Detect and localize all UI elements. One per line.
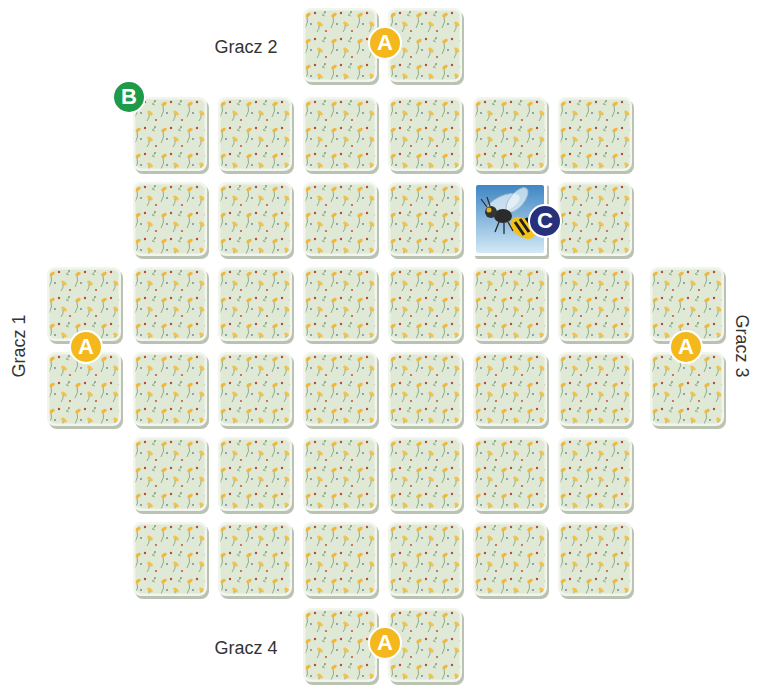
player-label: Gracz 3 bbox=[732, 314, 750, 377]
card-back bbox=[558, 267, 634, 344]
card-back bbox=[473, 267, 549, 344]
card-back bbox=[388, 97, 464, 174]
card-back bbox=[218, 352, 294, 429]
card-back bbox=[218, 437, 294, 514]
card-back bbox=[218, 97, 294, 174]
card-back bbox=[303, 437, 379, 514]
card-back bbox=[133, 437, 209, 514]
card-back-set bbox=[47, 8, 726, 685]
card-back bbox=[303, 182, 379, 259]
letter-badge: A bbox=[368, 26, 402, 60]
badge-letter: A bbox=[78, 336, 94, 358]
card-back bbox=[218, 182, 294, 259]
card-back bbox=[473, 437, 549, 514]
card-back bbox=[133, 352, 209, 429]
card-back bbox=[388, 522, 464, 599]
card-back bbox=[218, 522, 294, 599]
card-back bbox=[303, 97, 379, 174]
card-back bbox=[473, 97, 549, 174]
player-label: Gracz 2 bbox=[215, 38, 278, 56]
card-back bbox=[388, 267, 464, 344]
card-back bbox=[133, 267, 209, 344]
card-back bbox=[133, 182, 209, 259]
card-back bbox=[303, 352, 379, 429]
letter-badge: B bbox=[112, 80, 146, 114]
card-back bbox=[133, 522, 209, 599]
badge-letter: B bbox=[121, 86, 137, 108]
badge-letter: C bbox=[537, 210, 553, 232]
letter-badge: A bbox=[368, 626, 402, 660]
player-label: Gracz 1 bbox=[9, 314, 27, 377]
badge-letter: A bbox=[377, 632, 393, 654]
letter-badge: A bbox=[69, 330, 103, 364]
card-back bbox=[473, 522, 549, 599]
card-back bbox=[558, 437, 634, 514]
badge-letter: A bbox=[377, 32, 393, 54]
card-back bbox=[388, 437, 464, 514]
card-back bbox=[388, 182, 464, 259]
badge-letter: A bbox=[678, 336, 694, 358]
card-back bbox=[303, 267, 379, 344]
card-back bbox=[303, 522, 379, 599]
card-back bbox=[558, 352, 634, 429]
card-back bbox=[558, 182, 634, 259]
card-back bbox=[133, 97, 209, 174]
card-back bbox=[388, 352, 464, 429]
card-back bbox=[558, 522, 634, 599]
card-back bbox=[218, 267, 294, 344]
card-back bbox=[558, 97, 634, 174]
letter-badge: C bbox=[528, 204, 562, 238]
letter-badge: A bbox=[669, 330, 703, 364]
card-back bbox=[473, 352, 549, 429]
player-label: Gracz 4 bbox=[215, 639, 278, 657]
